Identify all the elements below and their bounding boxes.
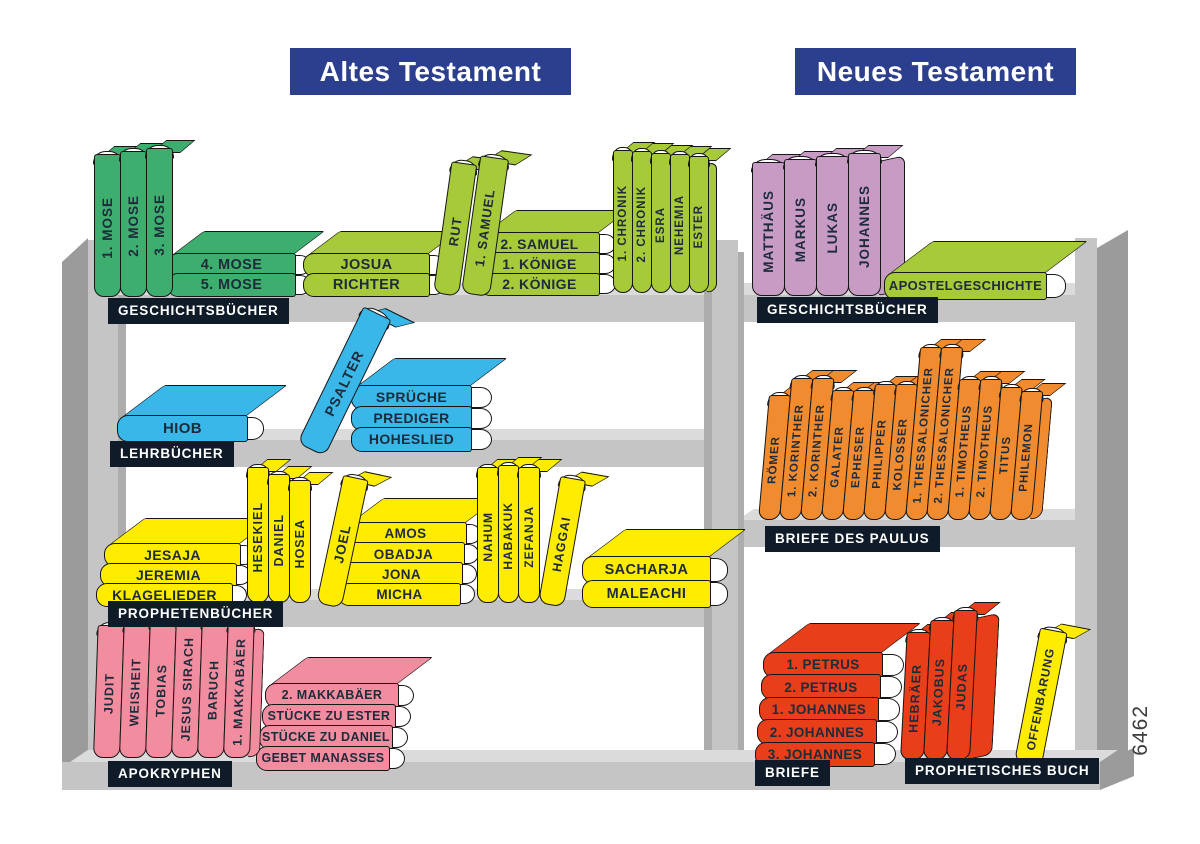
book-stücke-zu-daniel: STÜCKE ZU DANIEL [259,725,393,750]
book-micha: MICHA [338,582,461,607]
book-1-petrus: 1. PETRUS [763,652,883,678]
book-title: OFFENBARUNG [1023,646,1058,752]
figure-number-text: 6462 [1129,704,1152,756]
book-maleachi: MALEACHI [582,580,711,608]
book-hoheslied: HOHESLIED [351,427,472,452]
book-container: MATTHÄUS [751,154,808,296]
label-briefe: BRIEFE [755,760,830,786]
book-2-könige: 2. KÖNIGE [479,272,600,297]
book-2-johannes: 2. JOHANNES [757,719,877,746]
book-zefanja: ZEFANJA [518,467,540,603]
book-container: JOHANNES [847,145,904,296]
label-lehrbuecher: LEHRBÜCHER [110,441,234,467]
label-geschichtsbuecher-nt: GESCHICHTSBÜCHER [757,297,938,323]
label-apokryphen: APOKRYPHEN [108,761,232,787]
book-gebet-manasses: GEBET MANASSES [256,746,390,771]
book-container: LUKAS [815,148,872,296]
shelf-post-left-inner [118,295,126,762]
old-testament-header: Altes Testament [290,48,571,95]
book-1-johannes: 1. JOHANNES [759,696,879,723]
book-markus: MARKUS [784,159,817,296]
book-container: OFFENBARUNG [1014,623,1092,768]
book-ester: ESTER [689,156,709,293]
book-sacharja: SACHARJA [582,556,711,584]
shelf-post-middle [712,240,738,762]
book-offenbarung: OFFENBARUNG [1014,627,1068,768]
book-prediger: PREDIGER [351,406,472,431]
book-4-mose: 4. MOSE [167,253,296,277]
book-3-mose: 3. MOSE [146,148,173,297]
book-container: HOSEA [288,472,334,603]
figure-number: 6462 [1126,692,1156,768]
book-container: DANIEL [267,466,313,603]
book-richter: RICHTER [303,273,430,297]
label-prophetisches-buch: PROPHETISCHES BUCH [905,758,1100,784]
shelf-post-right-side [1097,230,1128,778]
book-jesaja: JESAJA [104,543,241,567]
shelf-post-left-side [62,238,88,790]
shelf-post-middle-inner [738,252,744,762]
book-sprüche: SPRÜCHE [351,385,472,410]
book-johannes: JOHANNES [848,153,881,296]
book-2-makkabäer: 2. MAKKABÄER [265,683,399,708]
book-hosea: HOSEA [289,480,311,603]
label-prophetenbuecher: PROPHETENBÜCHER [108,601,284,627]
book-lukas: LUKAS [816,156,849,296]
new-testament-header: Neues Testament [795,48,1076,95]
shelf-post-middle-side [704,252,712,762]
label-briefe-des-paulus: BRIEFE DES PAULUS [765,526,940,552]
book-container: 1. MOSE [93,146,144,297]
book-hiob: HIOB [117,415,248,442]
book-container: ZEFANJA [517,459,562,603]
book-5-mose: 5. MOSE [167,273,296,297]
book-1-könige: 1. KÖNIGE [479,252,600,277]
book-apostelgeschichte: APOSTELGESCHICHTE [884,272,1047,300]
book-container: ESTER [688,148,732,293]
book-stücke-zu-ester: STÜCKE ZU ESTER [262,704,396,729]
book-container: MARKUS [783,151,840,296]
book-container: 3. MOSE [145,140,196,297]
label-geschichtsbuecher-at: GESCHICHTSBÜCHER [108,298,289,324]
